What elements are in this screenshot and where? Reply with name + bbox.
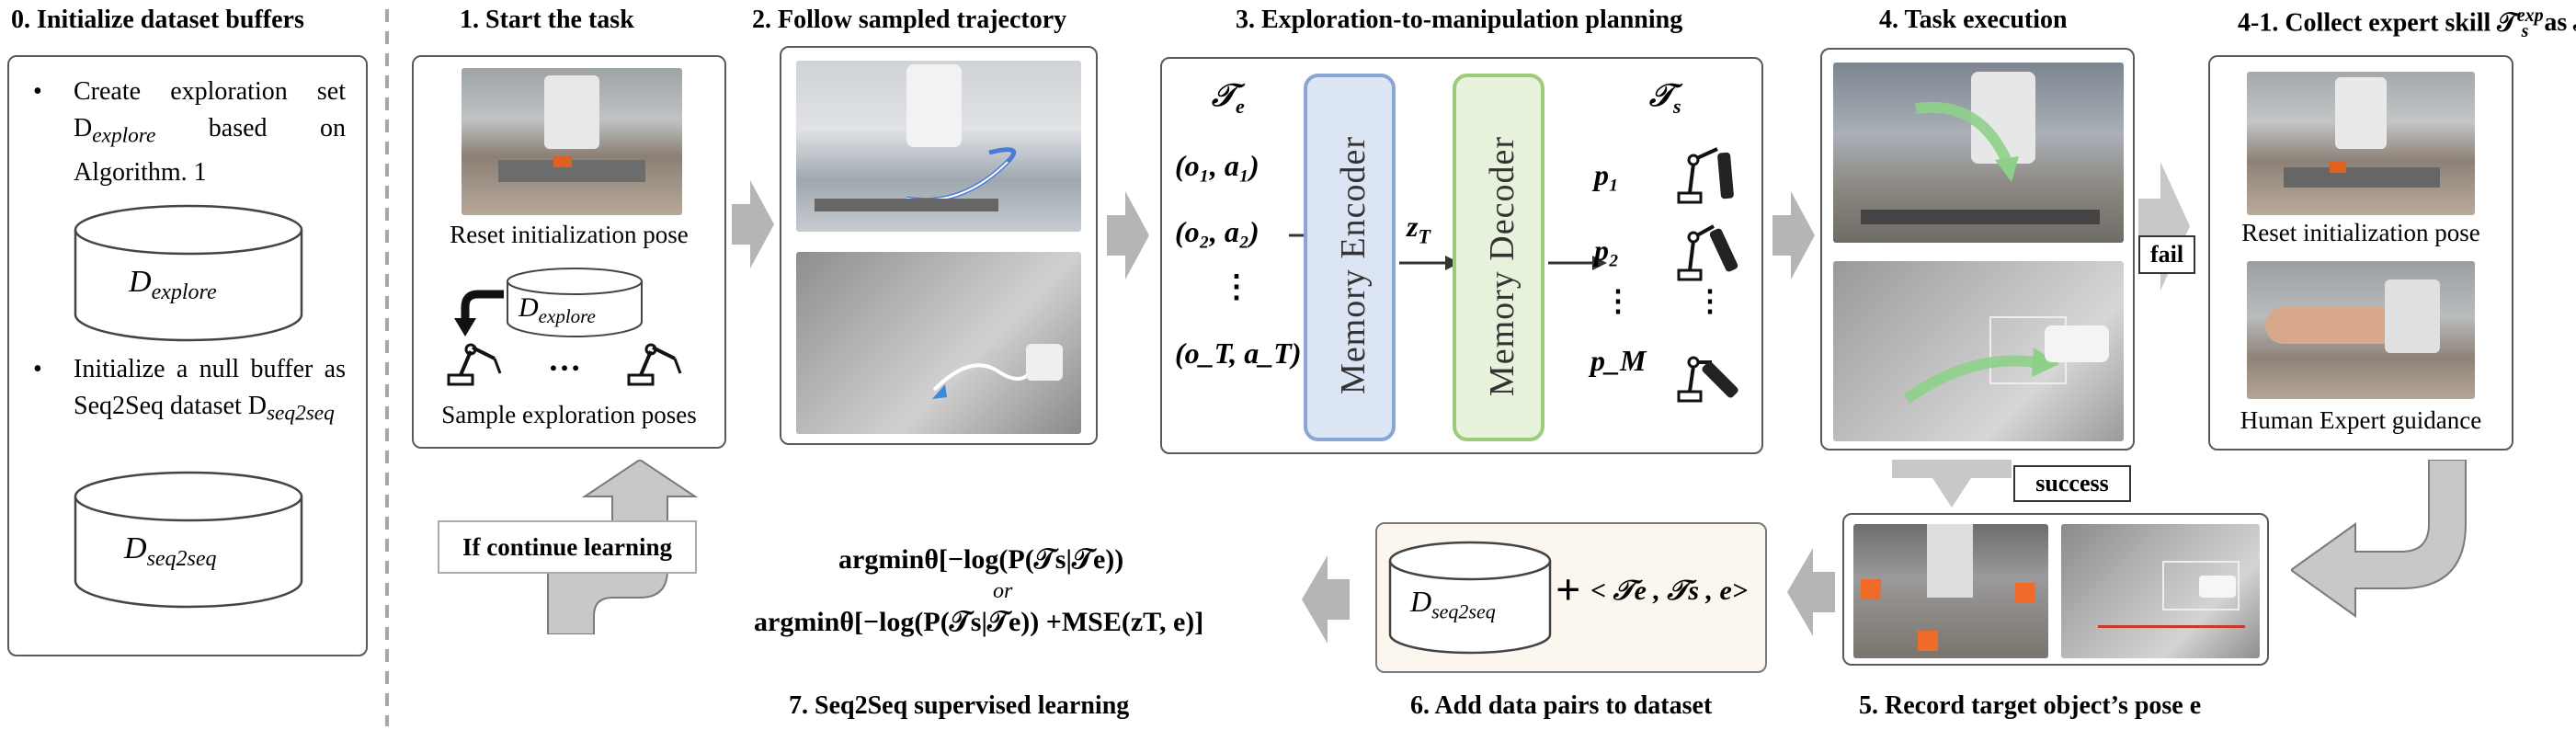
stage6-panel: Dseq2seq + < 𝒯e , 𝒯s , e> (1375, 522, 1767, 673)
te-label: 𝒯e (1212, 79, 1245, 118)
robot-arm-icon (447, 343, 502, 386)
success-arrow-icon (1892, 460, 2012, 508)
output-p2: p₂ (1594, 234, 1620, 267)
stage7-title: 7. Seq2Seq supervised learning (789, 691, 1130, 720)
loss-equation-1: argminθ[−log(P(𝒯s|𝒯e)) (838, 544, 1124, 575)
stage-divider (385, 9, 389, 726)
continue-learning-tag: If continue learning (438, 520, 697, 574)
stage3-panel: 𝒯e (o₁, a₁) (o₂, a₂) ⋮ (o_T, a_T) Memory… (1160, 57, 1763, 454)
input-vdots: ⋮ (1221, 270, 1252, 304)
execution-real-photo (1833, 63, 2124, 243)
stage5-panel (1842, 513, 2269, 666)
stage41-panel: Reset initialization pose Human Expert g… (2208, 55, 2513, 451)
input-pair-1: (o₁, a₁) (1175, 149, 1260, 182)
loss-equation-2: argminθ[−log(P(𝒯s|𝒯e)) +MSE(zT, e)] (754, 607, 1204, 637)
stage1-caption-bottom: Sample exploration poses (441, 401, 697, 428)
output-p1: p₁ (1594, 158, 1620, 191)
robot-reset-photo (462, 68, 682, 215)
stage1-panel: Reset initialization pose Dexplore … Sam… (412, 55, 726, 449)
output-arrow-icon (1548, 256, 1607, 270)
latent-z: zT (1407, 210, 1430, 248)
expert-reset-photo (2247, 72, 2475, 215)
stage41-caption-top: Reset initialization pose (2241, 219, 2480, 246)
bullet-1: • Create exploration set Dexplore based … (33, 77, 346, 187)
success-tag: success (2013, 465, 2131, 502)
stage2-title: 2. Follow sampled trajectory (752, 6, 1067, 34)
flow-arrow-icon (732, 180, 774, 268)
trajectory-sim-photo (796, 252, 1081, 434)
data-tuple: < 𝒯e , 𝒯s , e> (1590, 576, 1748, 606)
memory-decoder: Memory Decoder (1453, 74, 1544, 441)
sample-arrow-icon (454, 290, 504, 336)
ts-label: 𝒯s (1649, 79, 1681, 118)
bullet1-text: Create exploration set D (74, 77, 346, 143)
memory-encoder: Memory Encoder (1304, 74, 1396, 441)
fail-tag: fail (2138, 235, 2195, 274)
flow-arrow-icon (1772, 191, 1815, 279)
fail-arrow-icon (2138, 162, 2190, 291)
stage0-panel: • Create exploration set Dexplore based … (7, 55, 368, 656)
encoder-label: Memory Encoder (1334, 136, 1373, 394)
input-pair-T: (o_T, a_T) (1175, 336, 1302, 370)
stage4-panel (1820, 48, 2135, 451)
plus-sign: + (1556, 565, 1581, 614)
stage1-title: 1. Start the task (460, 6, 634, 34)
output-vdots: ⋮ (1603, 284, 1633, 317)
output-pM: p_M (1590, 344, 1647, 377)
bullet1-end: based on Algorithm. 1 (74, 114, 346, 187)
stage5-title: 5. Record target object’s pose e (1859, 691, 2202, 720)
flow-arrow-icon (1787, 548, 1835, 636)
d-explore-mini-cylinder: Dexplore (506, 267, 644, 340)
pose-sim-photo (2061, 524, 2260, 658)
robot-tool-icon (1677, 356, 1738, 403)
trajectory-real-photo (796, 61, 1081, 232)
flow-arrow-icon (1107, 191, 1149, 279)
stage4-title: 4. Task execution (1879, 6, 2068, 34)
flow-arrow-icon (1302, 555, 1350, 644)
stage41-caption-bottom: Human Expert guidance (2240, 406, 2482, 434)
decoder-label: Memory Decoder (1483, 136, 1522, 397)
execution-sim-photo (1833, 261, 2124, 441)
return-arrow-icon (2291, 460, 2467, 618)
human-expert-photo (2247, 261, 2475, 399)
stage2-panel (780, 46, 1098, 445)
stage6-title: 6. Add data pairs to dataset (1410, 691, 1713, 720)
stage1-caption-top: Reset initialization pose (450, 221, 689, 248)
robot-tool-icon (1677, 224, 1738, 281)
loss-or: or (993, 579, 1013, 603)
stage41-title: 4-1. Collect expert skill 𝒯exps as 𝒯s (2238, 6, 2576, 41)
d-explore-cylinder: Dexplore (74, 204, 303, 342)
stage1-dots: … (548, 341, 581, 378)
d-seq2seq-cylinder: Dseq2seq (74, 471, 303, 609)
tool-vdots: ⋮ (1695, 284, 1725, 317)
bullet-2: • Initialize a null buffer as Seq2Seq da… (33, 355, 346, 426)
d-seq2seq-stage6-cylinder: Dseq2seq (1388, 541, 1552, 655)
pose-real-photo (1853, 524, 2048, 658)
stage0-title: 0. Initialize dataset buffers (11, 6, 304, 34)
robot-arm-icon (627, 343, 682, 386)
input-pair-2: (o₂, a₂) (1175, 215, 1260, 248)
robot-tool-icon (1677, 147, 1734, 204)
bullet2-text: Initialize a null buffer as Seq2Seq data… (74, 355, 346, 420)
stage3-title: 3. Exploration-to-manipulation planning (1236, 6, 1683, 34)
